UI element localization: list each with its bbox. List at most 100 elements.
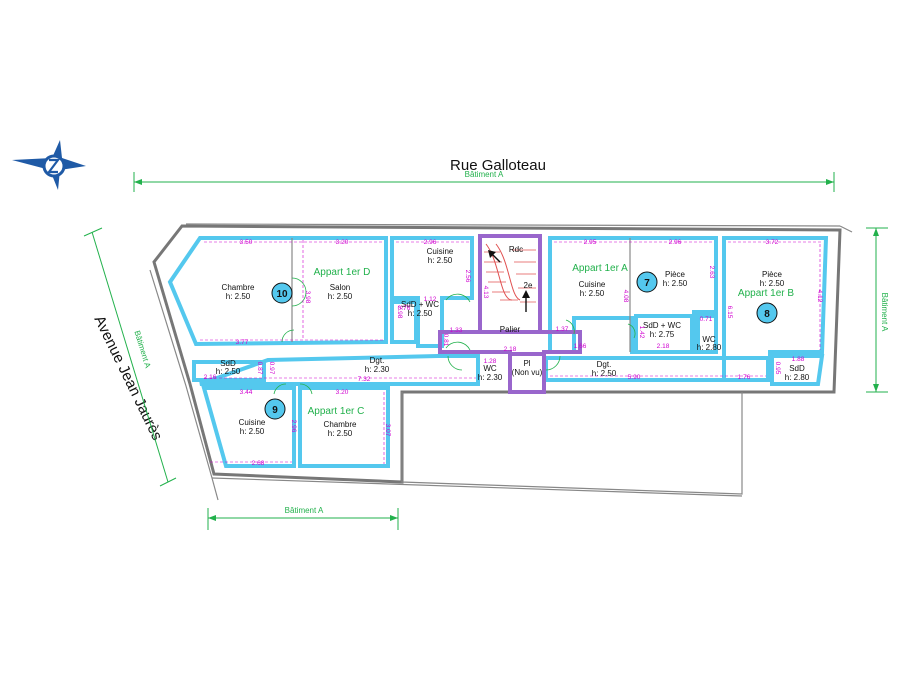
appart-c-name: Appart 1er C	[308, 406, 365, 417]
room-height: h: 2.50	[408, 309, 433, 318]
room-name: Cuisine	[427, 247, 454, 256]
door-swings	[273, 277, 636, 395]
dimension-value: 2.16	[204, 374, 217, 381]
dimension-value: 3.77	[236, 339, 249, 346]
dimension-value: 3.98	[304, 291, 311, 304]
room-height: h: 2.80	[785, 373, 810, 382]
north-arrow-icon	[12, 140, 86, 190]
appart-a-name: Appart 1er A	[572, 263, 628, 274]
room-name: Salon	[330, 283, 350, 292]
dimension-value: 1.33	[450, 327, 463, 334]
badge-appart-a: 7	[636, 271, 658, 293]
room-name: SdD + WC	[643, 321, 681, 330]
dimension-lines	[200, 240, 822, 464]
svg-text:7: 7	[644, 278, 650, 289]
room-height: h: 2.50	[428, 256, 453, 265]
appart-b-name: Appart 1er B	[738, 288, 794, 299]
stair-landing-label: Palier	[500, 325, 521, 334]
building-walls	[149, 223, 853, 501]
dimension-values: 3.50 3.20 2.96 3.98 3.77 0.76 1.12 2.98 …	[204, 239, 823, 467]
building-dimension-top	[133, 172, 835, 192]
dimension-value: 1.88	[792, 356, 805, 363]
dimension-value: 3.50	[240, 239, 253, 246]
dimension-value: 3.20	[336, 389, 349, 396]
dimension-value: 0.71	[700, 316, 713, 323]
room-labels: Chambre h: 2.50 Salon h: 2.50 Cuisine h:…	[216, 245, 810, 438]
room-name: Pièce	[665, 270, 686, 279]
room-name: SdD	[789, 364, 805, 373]
dimension-value: 5.90	[628, 374, 641, 381]
dimension-value: 2.68	[252, 460, 265, 467]
dimension-value: 4.12	[816, 290, 823, 303]
room-name: Pièce	[762, 270, 783, 279]
dimension-value: 1.66	[574, 343, 587, 350]
room-name: Cuisine	[239, 418, 266, 427]
room-height: h: 2.75	[650, 330, 675, 339]
dimension-value: 1.37	[556, 326, 569, 333]
building-label-right: Bâtiment A	[880, 293, 889, 332]
dimension-value: 1.28	[484, 358, 497, 365]
dimension-value: 2.18	[504, 346, 517, 353]
svg-text:9: 9	[272, 405, 278, 416]
room-height: h: 2.80	[697, 343, 722, 352]
room-name: SdD	[220, 359, 236, 368]
building-dimension-left	[83, 227, 177, 487]
stairwell	[438, 234, 582, 394]
dimension-value: 0.95	[774, 362, 781, 375]
room-height: h: 2.50	[328, 292, 353, 301]
room-name: Dgt.	[370, 356, 385, 365]
room-height: h: 2.50	[328, 429, 353, 438]
room-height: h: 2.50	[760, 279, 785, 288]
stair-up-label: 2e	[524, 281, 533, 290]
dimension-value: 0.87	[256, 362, 263, 375]
badge-appart-d: 10	[271, 282, 293, 304]
building-dimension-right	[866, 227, 888, 393]
building-label-top: Bâtiment A	[465, 170, 504, 179]
dimension-value: 2.96	[669, 239, 682, 246]
room-height: h: 2.50	[240, 427, 265, 436]
dimension-value: 6.15	[726, 306, 733, 319]
room-height: h: 2.50	[226, 292, 251, 301]
room-name: Cuisine	[579, 280, 606, 289]
dimension-value: 3.44	[240, 389, 253, 396]
dimension-value: 2.18	[657, 343, 670, 350]
room-height: (Non vu)	[512, 368, 543, 377]
dimension-value: 3.20	[336, 239, 349, 246]
room-name: Dgt.	[597, 360, 612, 369]
badge-appart-c: 9	[264, 398, 286, 420]
building-label-bottom: Bâtiment A	[285, 506, 324, 515]
appart-d-name: Appart 1er D	[314, 267, 371, 278]
dimension-value: 7.32	[358, 376, 371, 383]
dimension-value: 4.13	[482, 286, 489, 299]
room-height: h: 2.50	[580, 289, 605, 298]
dimension-value: 3.07	[384, 424, 391, 437]
dimension-value: 0.81	[442, 334, 449, 347]
room-name: Chambre	[222, 283, 255, 292]
dimension-value: 2.96	[290, 420, 297, 433]
room-height: h: 2.50	[592, 369, 617, 378]
room-height: h: 2.30	[365, 365, 390, 374]
dimension-value: 1.12	[424, 296, 437, 303]
room-height: h: 2.30	[478, 373, 503, 382]
dimension-value: 3.72	[766, 239, 779, 246]
room-name: WC	[702, 335, 716, 344]
dimension-value: 2.56	[464, 270, 471, 283]
dimension-value: 0.76	[398, 305, 411, 312]
dimension-value: 2.96	[424, 239, 437, 246]
dimension-value: 2.63	[708, 266, 715, 279]
room-name: WC	[483, 364, 497, 373]
dimension-value: 2.98	[396, 306, 403, 319]
room-name: SdD + WC	[401, 300, 439, 309]
building-label-left: Bâtiment A	[132, 329, 152, 369]
street-name-north: Rue Galloteau	[450, 157, 546, 174]
room-name: Chambre	[324, 420, 357, 429]
dimension-value: 4.08	[622, 290, 629, 303]
stair-down-label: Rdc	[509, 245, 523, 254]
room-height: h: 2.50	[663, 279, 688, 288]
street-name-west: Avenue Jean Jaurès	[90, 313, 165, 443]
dimension-value: 1.42	[638, 326, 645, 339]
building-dimension-bottom	[207, 508, 399, 530]
dimension-value: 1.76	[738, 374, 751, 381]
svg-text:10: 10	[276, 289, 288, 300]
